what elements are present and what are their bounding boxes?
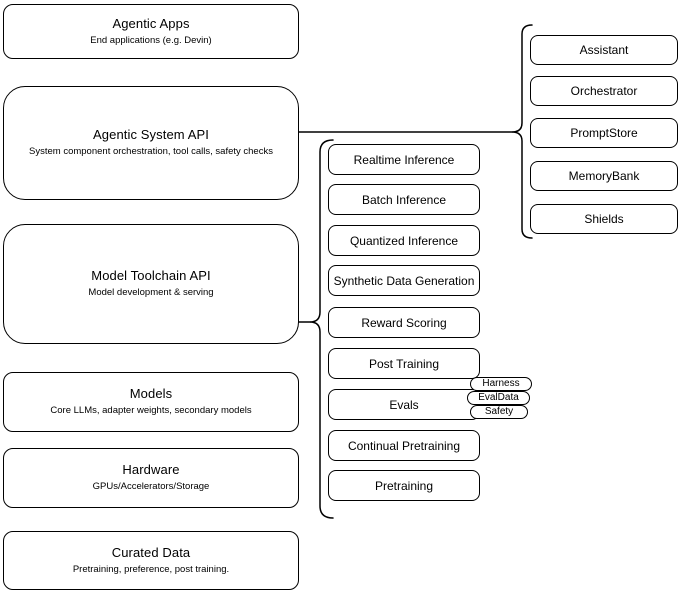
box-subtitle: System component orchestration, tool cal… [29, 146, 273, 158]
box-subtitle: GPUs/Accelerators/Storage [92, 481, 210, 493]
box-subtitle: End applications (e.g. Devin) [90, 34, 212, 46]
box-title: Curated Data [111, 544, 191, 560]
box-curated-data: Curated Data Pretraining, preference, po… [3, 531, 299, 590]
box-agentic-apps: Agentic Apps End applications (e.g. Devi… [3, 4, 299, 59]
toolchain-item-pretraining: Pretraining [328, 470, 480, 501]
box-hardware: Hardware GPUs/Accelerators/Storage [3, 448, 299, 508]
component-shields: Shields [530, 204, 678, 234]
toolchain-item-post-training: Post Training [328, 348, 480, 379]
eval-tag-harness: Harness [470, 377, 532, 391]
box-title: Agentic Apps [112, 15, 190, 31]
box-models: Models Core LLMs, adapter weights, secon… [3, 372, 299, 432]
toolchain-item-realtime-inference: Realtime Inference [328, 144, 480, 175]
brace-system-components [511, 24, 533, 239]
box-subtitle: Pretraining, preference, post training. [72, 563, 230, 575]
box-title: Model Toolchain API [91, 268, 211, 284]
toolchain-item-batch-inference: Batch Inference [328, 184, 480, 215]
box-subtitle: Model development & serving [88, 287, 214, 299]
box-agentic-system-api: Agentic System API System component orch… [3, 86, 299, 200]
toolchain-item-quantized-inference: Quantized Inference [328, 225, 480, 256]
toolchain-item-synthetic-data-generation: Synthetic Data Generation [328, 265, 480, 296]
box-title: Models [129, 386, 173, 402]
eval-tag-evaldata: EvalData [467, 391, 530, 405]
box-title: Hardware [122, 462, 180, 478]
component-promptstore: PromptStore [530, 118, 678, 148]
component-memorybank: MemoryBank [530, 161, 678, 191]
eval-tag-safety: Safety [470, 405, 528, 419]
box-title: Agentic System API [93, 127, 209, 143]
box-subtitle: Core LLMs, adapter weights, secondary mo… [50, 405, 252, 417]
toolchain-item-continual-pretraining: Continual Pretraining [328, 430, 480, 461]
toolchain-item-evals: Evals [328, 389, 480, 420]
box-model-toolchain-api: Model Toolchain API Model development & … [3, 224, 299, 344]
component-assistant: Assistant [530, 35, 678, 65]
component-orchestrator: Orchestrator [530, 76, 678, 106]
toolchain-item-reward-scoring: Reward Scoring [328, 307, 480, 338]
